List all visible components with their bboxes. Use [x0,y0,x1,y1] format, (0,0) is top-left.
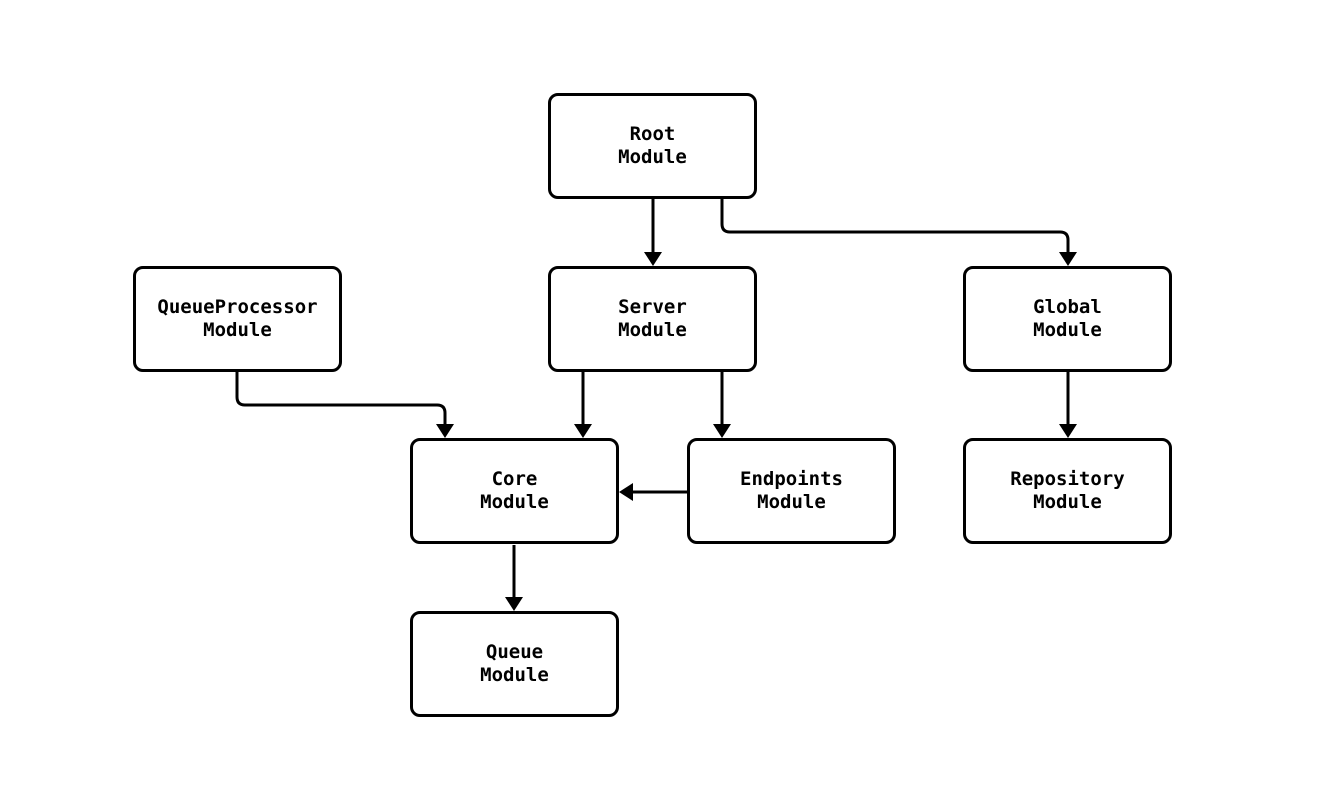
node-label-line: Core [491,468,538,490]
arrowhead-down [574,424,592,438]
node-label-line: Global [1033,296,1102,318]
edge-queueprocessor-to-core [235,372,454,438]
node-label-line: Module [1033,491,1102,513]
arrowhead-down [505,597,523,611]
node-label-line: QueueProcessor [157,296,318,318]
node-label-line: Module [1033,319,1102,341]
node-queue-module: Queue Module [410,611,619,717]
arrowhead-down [1059,424,1077,438]
edge-endpoints-to-core [619,483,687,501]
node-label-line: Module [203,319,272,341]
node-label-line: Module [480,664,549,686]
node-label-line: Repository [1010,468,1125,490]
edge-server-to-endpoints [713,372,731,438]
node-repository-module: Repository Module [963,438,1172,544]
edge-core-to-queue [505,545,523,611]
node-core-module: Core Module [410,438,619,544]
arrowhead-down [644,252,662,266]
node-label-line: Endpoints [740,468,843,490]
edge-root-to-global [720,198,1077,266]
edge-global-to-repository [1059,372,1077,438]
edge-server-to-core [574,372,592,438]
node-label-line: Queue [485,641,544,663]
node-label-line: Root [629,123,676,145]
arrowhead-down [1059,252,1077,266]
arrowhead-down [713,424,731,438]
edge-root-to-server [644,198,662,266]
node-endpoints-module: Endpoints Module [687,438,896,544]
node-label-line: Module [480,491,549,513]
node-label-line: Server [618,296,687,318]
node-global-module: Global Module [963,266,1172,372]
node-queueprocessor-module: QueueProcessor Module [133,266,342,372]
node-root-module: Root Module [548,93,757,199]
node-label-line: Module [618,319,687,341]
node-label-line: Module [757,491,826,513]
node-label-line: Module [618,146,687,168]
arrowhead-down [436,424,454,438]
arrowhead-left [619,483,633,501]
node-server-module: Server Module [548,266,757,372]
